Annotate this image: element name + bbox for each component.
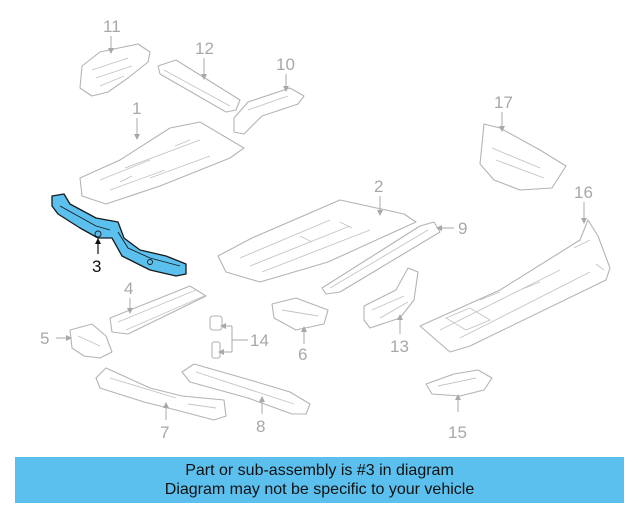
- callout-16: 16: [574, 183, 593, 202]
- callout-9: 9: [458, 219, 467, 238]
- part-17: 17: [479, 93, 567, 191]
- callout-15: 15: [448, 423, 467, 442]
- part-4: 4: [109, 279, 207, 335]
- part-13: 13: [363, 267, 419, 356]
- callout-7: 7: [160, 423, 169, 442]
- callout-12: 12: [195, 39, 214, 58]
- callout-13: 13: [390, 337, 409, 356]
- part-5: 5: [40, 323, 113, 359]
- callout-5: 5: [40, 329, 49, 348]
- part-7: 7: [95, 367, 227, 442]
- part-10: 10: [233, 55, 305, 135]
- part-14: 14: [209, 315, 269, 359]
- banner-line-1: Part or sub-assembly is #3 in diagram: [185, 462, 454, 479]
- callout-11: 11: [103, 17, 121, 36]
- callout-8: 8: [256, 417, 265, 436]
- callout-1: 1: [132, 99, 141, 118]
- callout-14: 14: [250, 331, 269, 350]
- part-3: 3: [51, 193, 187, 277]
- part-9: 9: [321, 219, 467, 295]
- banner-line-2: Diagram may not be specific to your vehi…: [164, 481, 475, 498]
- callout-4: 4: [124, 279, 133, 298]
- part-11: 11: [79, 17, 151, 97]
- part-15: 15: [425, 369, 493, 442]
- callout-3: 3: [92, 257, 101, 276]
- callout-2: 2: [374, 177, 383, 196]
- part-1: 1: [79, 99, 245, 205]
- callout-17: 17: [494, 93, 513, 112]
- callout-10: 10: [276, 55, 295, 74]
- part-8: 8: [181, 363, 311, 436]
- info-banner: Part or sub-assembly is #3 in diagram Di…: [15, 457, 624, 503]
- part-6: 6: [271, 297, 329, 364]
- part-12: 12: [157, 39, 241, 113]
- part-2: 2: [217, 177, 417, 283]
- parts-diagram: 11 12 10 1 3 17: [40, 17, 611, 442]
- callout-6: 6: [298, 345, 307, 364]
- part-16: 16: [419, 183, 611, 353]
